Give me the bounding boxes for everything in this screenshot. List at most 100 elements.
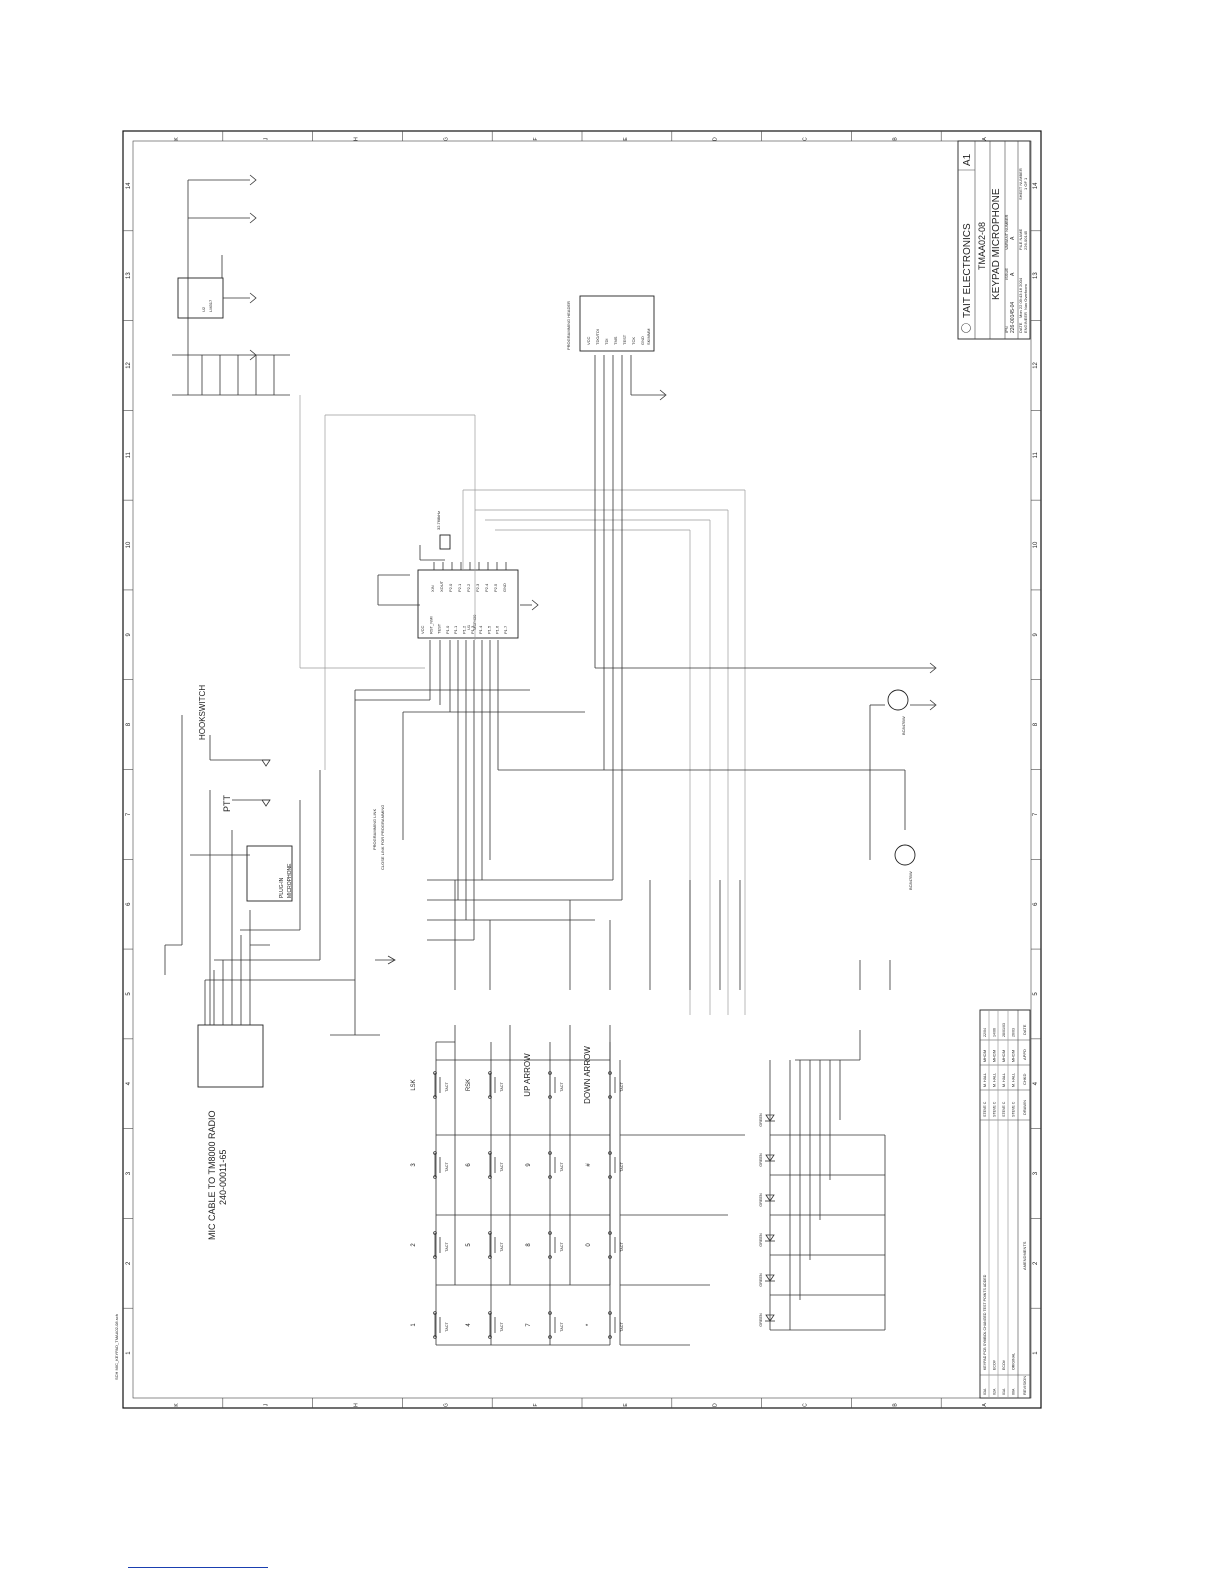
mcu-pin-label: XOUT — [439, 580, 444, 592]
mcu-pin-label: P1.1 — [453, 625, 458, 634]
mcu-pin-label: RST_NMI — [428, 616, 433, 634]
amendments-header: AMENDMENTS — [1022, 1241, 1027, 1270]
svg-text:CHKD: CHKD — [1022, 1074, 1027, 1085]
zone-number-right: 9 — [1033, 632, 1039, 636]
zone-number-right: 6 — [1033, 902, 1039, 906]
programming-link-label: PROGRAMMING LINK — [372, 809, 377, 850]
zone-number-right: 8 — [1033, 722, 1039, 726]
svg-text:DATE: DATE — [1022, 1024, 1027, 1035]
key-type: TACT — [560, 1322, 564, 1332]
key-type: TACT — [620, 1322, 624, 1332]
zone-letter-top: A — [982, 137, 988, 141]
key-switch: TACT — [608, 1151, 624, 1179]
key-type: TACT — [620, 1162, 624, 1172]
header-pin-label: TCK — [631, 337, 636, 345]
amendment-drawn: STEVE C — [1002, 1101, 1006, 1117]
key-switch: TACT — [488, 1231, 504, 1259]
svg-text:A: A — [1010, 272, 1016, 276]
title-block: TAIT ELECTRONICS A1 TMAA02-08 KEYPAD MIC… — [957, 140, 1031, 340]
zone-letter-top: D — [713, 137, 719, 141]
key-type: TACT — [500, 1242, 504, 1252]
zone-letter-top: K — [174, 137, 180, 141]
svg-text:REVISION: REVISION — [1022, 1376, 1027, 1395]
key-label: 7 — [526, 1323, 532, 1327]
key-type: TACT — [500, 1162, 504, 1172]
zone-letter-top: J — [264, 137, 270, 140]
zone-letter-top: E — [623, 137, 629, 141]
amendment-drawn: STEVE C — [993, 1101, 997, 1117]
key-switch: TACT — [608, 1071, 624, 1099]
mcu-ref: U1 — [466, 624, 471, 630]
key-type: TACT — [445, 1162, 449, 1172]
mcu-pin-label: P1.2 — [462, 625, 467, 634]
svg-text:DATE: DATE — [1018, 322, 1023, 333]
zone-letter-bottom: J — [264, 1403, 270, 1406]
key-label: UP ARROW — [523, 1053, 532, 1097]
zone-number-left: 3 — [126, 1171, 132, 1175]
amendment-chkd: M. HALL — [1012, 1073, 1016, 1087]
mcu-pin-label: P2.1 — [457, 583, 462, 592]
zone-letter-bottom: K — [174, 1403, 180, 1407]
product-name: KEYPAD MICROPHONE — [991, 188, 1002, 300]
mic-cable-label: MIC CABLE TO TM8000 RADIO — [207, 1110, 217, 1240]
drawing-date: Mon 22 09:43:16 2004 — [1018, 277, 1023, 318]
svg-text:A: A — [1010, 236, 1016, 240]
zone-number-left: 12 — [126, 361, 132, 368]
key-type: TACT — [560, 1082, 564, 1092]
zone-number-left: 1 — [126, 1351, 132, 1355]
mic-cable-ipn: 240-00011-65 — [218, 1150, 228, 1205]
mcu-pin-label: VCC — [420, 625, 425, 634]
led: GREEN — [759, 1193, 775, 1207]
svg-text:BC847BW: BC847BW — [908, 871, 913, 890]
zone-letter-bottom: E — [623, 1403, 629, 1407]
hookswitch-label: HOOKSWITCH — [198, 685, 207, 740]
zone-number-right: 10 — [1033, 541, 1039, 548]
key-switch: TACT — [433, 1071, 449, 1099]
microphone-label: MICROPHONE — [287, 863, 293, 898]
zone-number-left: 14 — [126, 182, 132, 189]
zone-letter-bottom: B — [892, 1403, 898, 1407]
sheet-number: 1 OF 1 — [1023, 177, 1028, 190]
zone-letter-bottom: G — [443, 1403, 449, 1407]
key-switch: TACT — [488, 1151, 504, 1179]
amendment-text: ORIGINAL — [1012, 1353, 1016, 1370]
zone-number-right: 1 — [1033, 1351, 1039, 1355]
mcu-pin-label: P2.0 — [448, 583, 453, 592]
amendment-chkd: M. HALL — [983, 1073, 987, 1087]
header-pin-label: VCC — [586, 336, 591, 345]
key-label: RSK — [466, 1079, 472, 1091]
svg-text:ISSUE: ISSUE — [1004, 268, 1009, 280]
key-switch: TACT — [488, 1311, 504, 1339]
zone-letter-top: B — [892, 137, 898, 141]
zone-letter-top: H — [354, 137, 360, 141]
mcu-pin-label: GND — [502, 583, 507, 592]
key-label: 3 — [411, 1163, 417, 1167]
svg-text:LM317: LM317 — [208, 299, 213, 312]
mcu-pin-label: P2.2 — [466, 583, 471, 592]
ptt-label: PTT — [222, 794, 232, 812]
svg-text:226-00145: 226-00145 — [1023, 230, 1028, 250]
key-type: TACT — [445, 1322, 449, 1332]
svg-text:32.768kHz: 32.768kHz — [436, 511, 441, 530]
zone-number-right: 4 — [1033, 1081, 1039, 1085]
key-switch: TACT — [488, 1071, 504, 1099]
key-label: 2 — [411, 1243, 417, 1247]
header-pin-label: GND — [640, 336, 645, 345]
led-color-label: GREEN — [759, 1273, 763, 1287]
key-switch: TACT — [433, 1151, 449, 1179]
transistor-q1 — [894, 844, 916, 866]
key-label: * — [586, 1323, 592, 1326]
j1-pins — [204, 910, 251, 1025]
mcu-pin-label: P2.3 — [475, 583, 480, 592]
zone-number-left: 13 — [126, 272, 132, 279]
svg-text:BC847BW: BC847BW — [901, 716, 906, 735]
zone-letter-top: F — [533, 137, 539, 140]
svg-text:APPD: APPD — [1022, 1049, 1027, 1060]
key-type: TACT — [620, 1082, 624, 1092]
svg-text:DRAWN: DRAWN — [1022, 1100, 1027, 1115]
key-label: LSK — [411, 1079, 417, 1090]
mcu-pin-label: P1.3 — [470, 625, 475, 634]
led: GREEN — [759, 1153, 775, 1167]
